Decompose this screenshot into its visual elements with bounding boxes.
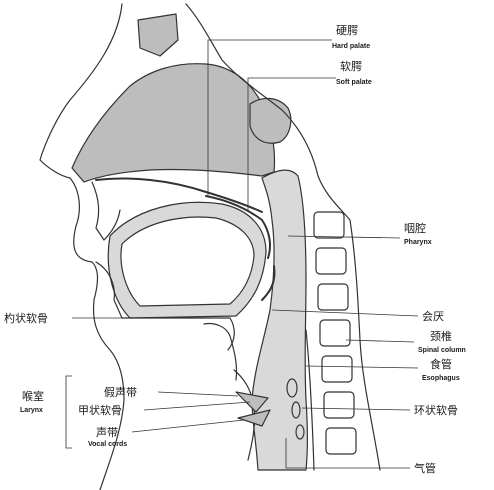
face-profile [39,3,125,490]
leader-esophagus [305,365,419,369]
label-pharynx-en: Pharynx [404,239,432,246]
leader-spinal [345,339,415,343]
nasal-cavity [71,63,276,183]
label-vocal-zh: 声带 [96,425,118,439]
leader-trachea [285,438,410,469]
label-false-cords-zh: 假声带 [104,385,137,399]
vertebra [315,247,347,275]
leader-vocal [131,419,245,433]
frontal-sinus [137,13,179,57]
vertebra [321,355,353,383]
leader-cricoid [301,407,411,411]
label-cricoid-zh: 环状软骨 [414,403,458,417]
pharynx-airway [251,169,309,471]
vertebra [325,427,357,455]
epiglottis-shape [261,265,276,301]
tongue-inner [120,216,255,307]
vertebra [319,319,351,347]
label-larynx-en: Larynx [20,407,43,414]
label-larynx-zh: 喉室 [22,389,44,403]
label-hard-palate-zh: 硬腭 [336,24,358,37]
larynx-bracket [65,375,72,449]
leader-false-cords [157,391,239,397]
vertebra [313,211,345,239]
leader-epiglottis [271,309,419,317]
soft-palate-shape [205,195,271,259]
sphenoid-sinus [249,97,292,144]
label-trachea-zh: 气管 [414,461,436,475]
vertebra [317,283,349,311]
labels: 硬腭 Hard palate 软腭 Soft palate 咽腔 Pharynx… [4,24,466,475]
cricoid-ring-3 [295,424,305,440]
label-spinal-en: Spinal column [418,347,466,354]
label-esophagus-zh: 食管 [430,357,452,371]
anatomy-illustration [39,3,381,490]
vocal-cord-shape [237,409,271,427]
label-hard-palate-en: Hard palate [332,43,370,50]
cricoid-ring-1 [286,378,298,398]
label-esophagus-en: Esophagus [422,375,460,382]
label-pharynx-zh: 咽腔 [404,221,426,235]
hard-palate-shape [95,177,263,213]
label-vocal-en: Vocal cords [88,441,127,448]
label-epiglottis-zh: 会厌 [422,310,444,323]
label-spinal-zh: 颈椎 [430,329,452,343]
vertebra [323,391,355,419]
leader-hard-palate [207,39,332,196]
cricoid-ring-2 [291,401,301,419]
posterior-outline [185,3,381,471]
leader-pharynx [287,235,401,239]
label-soft-palate-zh: 软腭 [340,59,362,73]
hyoid [203,322,238,381]
label-thyroid-zh: 甲状软骨 [78,403,122,417]
leader-soft-palate [247,77,336,212]
leader-lines [65,39,419,469]
esophagus-wall [305,329,315,471]
label-soft-palate-en: Soft palate [336,79,372,86]
label-arytenoid-zh: 杓状软骨 [4,311,48,325]
jaw-upper [91,181,121,241]
leader-thyroid [143,401,251,411]
vertebrae [313,211,357,455]
